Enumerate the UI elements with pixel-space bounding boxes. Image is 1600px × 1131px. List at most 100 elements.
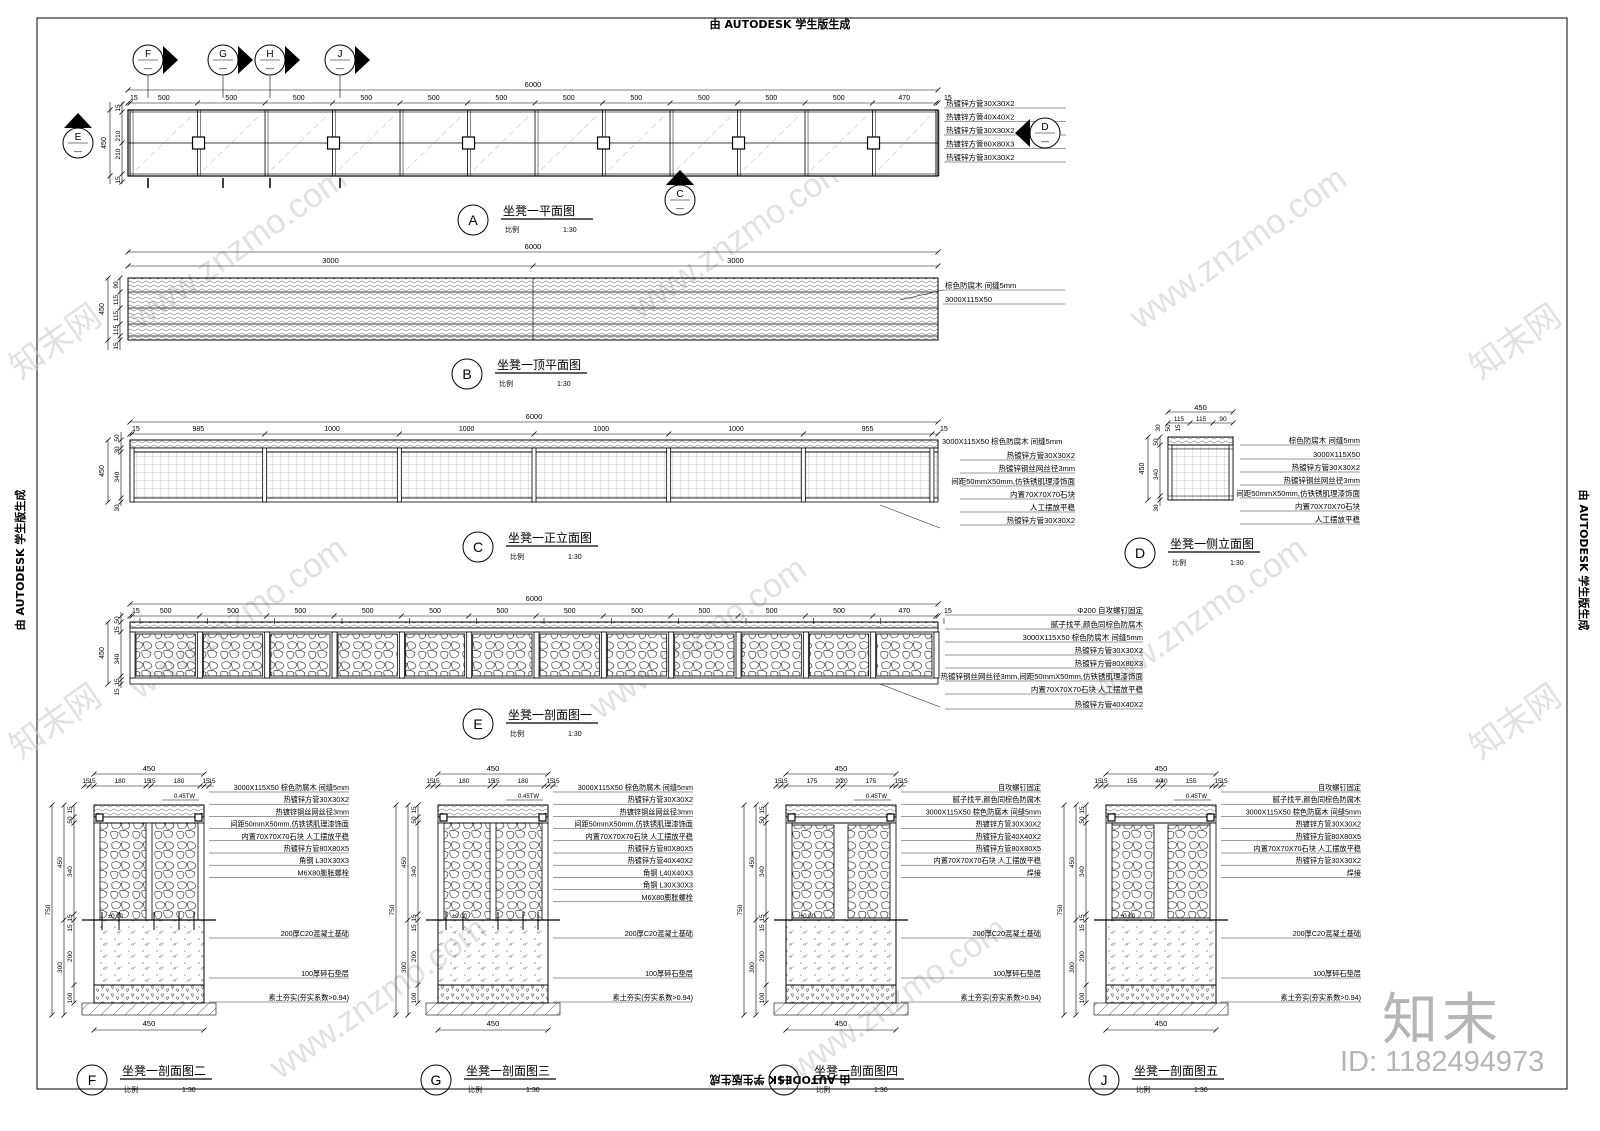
- dimension-text: 200: [67, 951, 74, 962]
- dimension-text: 750: [45, 904, 52, 915]
- dimension-tick: [773, 783, 779, 789]
- dimension-tick: [71, 820, 77, 826]
- stone-fill-right: [847, 824, 892, 919]
- center-post: [145, 822, 153, 921]
- dimension-tick: [935, 87, 941, 93]
- dimension-tick: [465, 613, 472, 619]
- material-note: 热镀锌方管30X30X2: [283, 795, 349, 804]
- material-note: 热镀锌方管80X80X5: [627, 844, 693, 853]
- dimension-text: 15: [1214, 778, 1222, 785]
- stone-gabion-cell: [270, 633, 331, 677]
- dimension-tick: [545, 771, 551, 777]
- material-note: 200厚C20混凝土基础: [281, 929, 349, 938]
- dimension-text: 450: [835, 1019, 848, 1028]
- stone-fill-left: [790, 824, 835, 919]
- dimension-tick: [1210, 420, 1216, 426]
- dimension-tick: [1230, 409, 1236, 415]
- dimension-text: 500: [225, 95, 237, 102]
- material-note: 热镀锌方管30X30X2: [946, 152, 1014, 162]
- dimension-text: 200: [411, 951, 418, 962]
- scale-value: 1:30: [1194, 1087, 1208, 1094]
- scale-label: 比例: [510, 729, 524, 738]
- dimension-text: 955: [862, 426, 874, 433]
- dimension-text: 15: [132, 426, 140, 433]
- dimension-tick: [1157, 434, 1163, 440]
- material-note: 焊接: [1027, 868, 1041, 877]
- material-note: M6X80膨胀螺栓: [297, 868, 349, 877]
- dimension-tick: [893, 1027, 899, 1033]
- dimension-tick: [201, 771, 207, 777]
- dimension-tick: [753, 1012, 759, 1018]
- marker-dash: —: [266, 64, 274, 73]
- elevation-text: ±0.00: [800, 914, 816, 920]
- top-tube: [93, 816, 205, 824]
- dimension-tick: [415, 820, 421, 826]
- elevation-text: ±0.00: [452, 914, 468, 920]
- wood-seat-strip: [129, 621, 939, 629]
- top-tube: [129, 627, 939, 633]
- dimension-tick: [107, 107, 113, 113]
- dimension-text: 40: [1155, 778, 1163, 785]
- dimension-text: 500: [765, 95, 777, 102]
- dimension-text: 50: [759, 816, 766, 824]
- dimension-tick: [415, 1000, 421, 1006]
- view-label-circle: [457, 204, 489, 236]
- slope-text: 0.45TW: [174, 794, 195, 800]
- dimension-text: 450: [57, 857, 64, 868]
- dimension-tick: [430, 783, 436, 789]
- dimension-tick: [1160, 783, 1166, 789]
- scale-label: 比例: [1136, 1085, 1150, 1094]
- dimension-tick: [405, 917, 411, 923]
- scale-label: 比例: [499, 379, 513, 388]
- dimension-text: 15: [546, 778, 554, 785]
- slope-text: 0.45TW: [518, 794, 539, 800]
- marker-arrow: [355, 46, 370, 74]
- material-note: 100厚碎石垫层: [645, 969, 693, 978]
- dimension-tick: [1103, 783, 1109, 789]
- autodesk-stamp-bottom: 由 AUTODESK 学生版生成: [710, 1073, 851, 1087]
- dimension-tick: [61, 802, 67, 808]
- dimension-text: 500: [497, 608, 509, 615]
- marker-letter: G: [219, 49, 227, 60]
- dimension-text: 15: [944, 608, 952, 615]
- dimension-text: 180: [174, 778, 185, 785]
- material-note: 人工摆放平稳: [1315, 514, 1360, 524]
- dimension-tick: [935, 100, 941, 106]
- dimension-text: 15: [1079, 806, 1086, 814]
- dimension-tick: [118, 629, 124, 635]
- dimension-text: 6000: [526, 412, 543, 421]
- dimension-tick: [119, 101, 125, 107]
- dimension-tick: [118, 681, 124, 687]
- dimension-tick: [143, 783, 149, 789]
- stone-gabion-cell: [472, 633, 533, 677]
- dimension-tick: [753, 917, 759, 923]
- dimension-tick: [1213, 783, 1219, 789]
- material-note: 3000X115X50 棕色防腐木 间缝5mm: [926, 807, 1041, 816]
- vertical-post: [802, 631, 809, 679]
- dimension-tick: [71, 911, 77, 917]
- dimension-text: 3000: [727, 256, 744, 265]
- dimension-text: 15: [426, 778, 434, 785]
- dimension-tick: [105, 275, 111, 281]
- stone-gabion-cell: [876, 633, 933, 677]
- dimension-text: 300: [1069, 962, 1076, 973]
- vertical-post: [262, 447, 268, 503]
- material-note: 内置70X70X70石块 人工摆放平稳: [242, 832, 349, 841]
- scale-label: 比例: [505, 225, 519, 234]
- concrete-footing: [785, 919, 897, 986]
- view-label-circle: [462, 531, 494, 563]
- view-title: 坐凳一剖面图五: [1134, 1063, 1218, 1078]
- material-note: 间距50mmX50mm,仿铁锈肌理漆饰面: [951, 476, 1075, 486]
- dimension-tick: [415, 802, 421, 808]
- material-note: 腻子找平,颜色同棕色防腐木: [953, 795, 1041, 804]
- dimension-text: 750: [1057, 904, 1064, 915]
- dimension-text: 15: [1220, 778, 1228, 785]
- dimension-text: 340: [114, 653, 121, 664]
- dimension-text: 500: [631, 608, 643, 615]
- dimension-tick: [741, 802, 747, 808]
- dimension-tick: [118, 613, 124, 619]
- dimension-tick: [1083, 982, 1089, 988]
